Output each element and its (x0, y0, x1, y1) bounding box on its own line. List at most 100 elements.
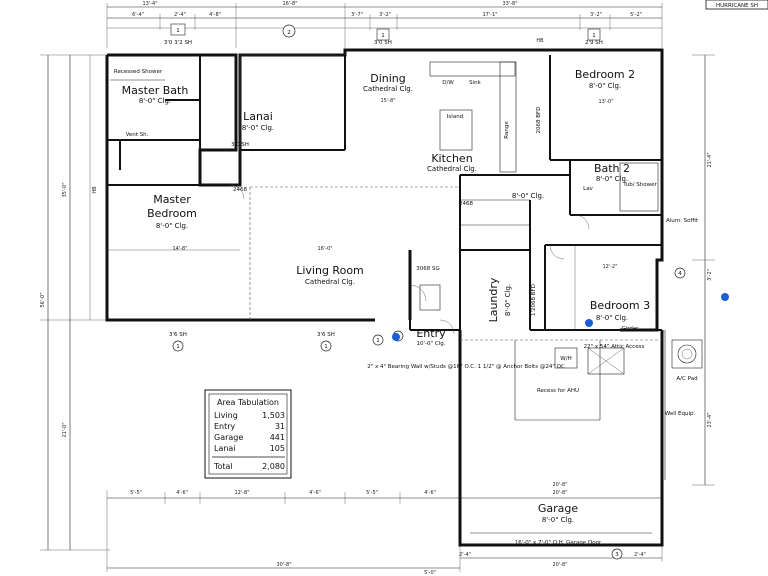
window-label-front-2: 3'6 SH (317, 332, 335, 338)
pocket-label: 1'2068 BFD (531, 284, 537, 316)
dim-master-width: 14'-8" (172, 246, 187, 252)
svg-text:1: 1 (592, 33, 596, 39)
window-label-top-3: 2'9 SH (585, 40, 603, 46)
dim-bottom-seg: 20'-8" (552, 562, 567, 568)
laundry-clg: 8'-0" Clg. (504, 284, 512, 316)
window-label-top-2: 3'0 5H (374, 40, 392, 46)
lanai-clg: 8'-0" Clg. (242, 124, 274, 132)
bedroom3-name: Bedroom 3 (590, 299, 650, 312)
garage-framing (460, 339, 662, 421)
marker-2: 2 (287, 30, 291, 36)
corner-label: HURRICANE SH (716, 3, 758, 9)
living-room-name: Living Room (296, 264, 364, 277)
dim-living-width: 16'-0" (317, 246, 332, 252)
hb-label-left: HB (92, 186, 98, 194)
dim-top-mid: 16'-8" (282, 1, 297, 7)
dim-top-overall: 33'-8" (502, 1, 517, 7)
dim-bottom-row1f: 4'-6" (424, 490, 436, 496)
master-bedroom-name-2: Bedroom (147, 207, 197, 220)
area-total-value: 2,080 (262, 462, 285, 471)
dim-garage-width: 20'-8" (552, 482, 567, 488)
dim-top-seg5: 3'-2" (379, 12, 391, 18)
living-room-clg: Cathedral Clg. (305, 278, 355, 286)
well-equip-label: Well Equip. (665, 411, 696, 417)
laundry-name: Laundry (487, 277, 500, 322)
alum-soffit-label: Alum. Soffit (666, 218, 699, 224)
dim-top-seg4: 3'-7" (351, 12, 363, 18)
dim-top-seg8: 5'-2" (630, 12, 642, 18)
dim-top-seg1: 6'-4" (132, 12, 144, 18)
master-bedroom-clg: 8'-0" Clg. (156, 222, 188, 230)
right-dimensions: 21'-4" 23'-4" 3'-2" (692, 54, 715, 486)
sgd-label: 3068 SG (416, 266, 440, 272)
dim-top-seg7: 3'-2" (590, 12, 602, 18)
dim-top-seg2: 2'-4" (174, 12, 186, 18)
dim-bottom-row2b: 2'-4" (634, 552, 646, 558)
bath2-name: Bath 2 (594, 162, 630, 175)
recess-ahu-label: Recess for AHU (537, 388, 579, 394)
svg-text:1: 1 (324, 344, 328, 350)
svg-text:4: 4 (678, 271, 682, 277)
dim-bottom-row1b: 4'-6" (176, 490, 188, 496)
dim-right-bottom: 23'-4" (707, 412, 713, 427)
window-label-front-1: 3'6 SH (169, 332, 187, 338)
hb-label-top: HB (536, 38, 544, 44)
bifold-label: 2068 BFD (536, 107, 542, 134)
master-bath-clg: 8'-0" Clg. (139, 97, 171, 105)
garage-name: Garage (538, 502, 579, 515)
annotation-dot-bedroom3[interactable] (585, 319, 593, 327)
island-label: Island (447, 114, 463, 120)
ac-pad-label: A/C Pad (676, 376, 697, 382)
window-label-master: 3'0 SH (231, 142, 249, 148)
garage-door-label: 16'-0" x 7'-0" O.H. Garage Door (515, 540, 602, 546)
dim-right-small: 3'-2" (707, 269, 713, 281)
dim-bottom-row1c: 12'-8" (234, 490, 249, 496)
kitchen-clg: Cathedral Clg. (427, 165, 477, 173)
master-bath-name: Master Bath (122, 84, 189, 97)
area-row-entry-value: 31 (275, 422, 285, 431)
area-row-garage-value: 441 (270, 433, 285, 442)
area-row-lanai-label: Lanai (214, 444, 236, 453)
master-bedroom-name-1: Master (153, 193, 191, 206)
dim-left-top: 35'-0" (62, 182, 68, 197)
door-label-1: 2468 (233, 187, 247, 193)
dw-label: D/W (442, 80, 454, 86)
dim-bottom-row1a: 5'-5" (130, 490, 142, 496)
door-swings (229, 184, 590, 335)
area-title: Area Tabulation (217, 398, 279, 407)
area-row-living-value: 1,503 (262, 411, 285, 420)
dim-bottom-row2a: 2'-4" (459, 552, 471, 558)
entry-name: Entry (416, 327, 446, 340)
lav-label: Lav (583, 186, 593, 192)
svg-text:1: 1 (376, 338, 380, 344)
corner-label-box (705, 0, 768, 10)
dim-bottom-row1e: 5'-5" (366, 490, 378, 496)
dim-left-bottom: 21'-0" (62, 422, 68, 437)
area-total-label: Total (213, 462, 233, 471)
girder-label: Girder (621, 326, 639, 332)
dim-bedroom3-width: 12'-2" (602, 264, 617, 270)
dim-top-left: 13'-4" (142, 1, 157, 7)
dim-bottom-overall: 30'-8" (276, 562, 291, 568)
annotation-dot-right[interactable] (721, 293, 729, 301)
fixture-notes: Island Range D/W Sink Recessed Shower Ve… (114, 69, 699, 546)
sink-label: Sink (469, 80, 482, 86)
annotation-dot-entry[interactable] (392, 333, 400, 341)
svg-text:3: 3 (615, 552, 619, 558)
kitchen-name: Kitchen (431, 152, 472, 165)
vent-sh-label: Vent Sh. (126, 132, 149, 138)
interior-walls (107, 54, 662, 331)
dim-left-overall: 56'-0" (40, 292, 46, 307)
svg-text:1: 1 (176, 344, 180, 350)
dim-dining-width: 15'-8" (380, 98, 395, 104)
wh-label: W/H (560, 356, 571, 362)
bedroom2-clg: 8'-0" Clg. (589, 82, 621, 90)
garage-clg: 8'-0" Clg. (542, 516, 574, 524)
top-window-markers: 1 2 1 1 (170, 23, 601, 41)
bedroom3-clg: 8'-0" Clg. (596, 314, 628, 322)
attic-access-label: 22" x 54" Attic Access (584, 344, 645, 350)
dim-top-seg6: 17'-1" (482, 12, 497, 18)
dining-clg: Cathedral Clg. (363, 85, 413, 93)
left-dimensions: 56'-0" 35'-0" 21'-0" HB (40, 54, 110, 551)
recessed-shower-label: Recessed Shower (114, 69, 163, 75)
